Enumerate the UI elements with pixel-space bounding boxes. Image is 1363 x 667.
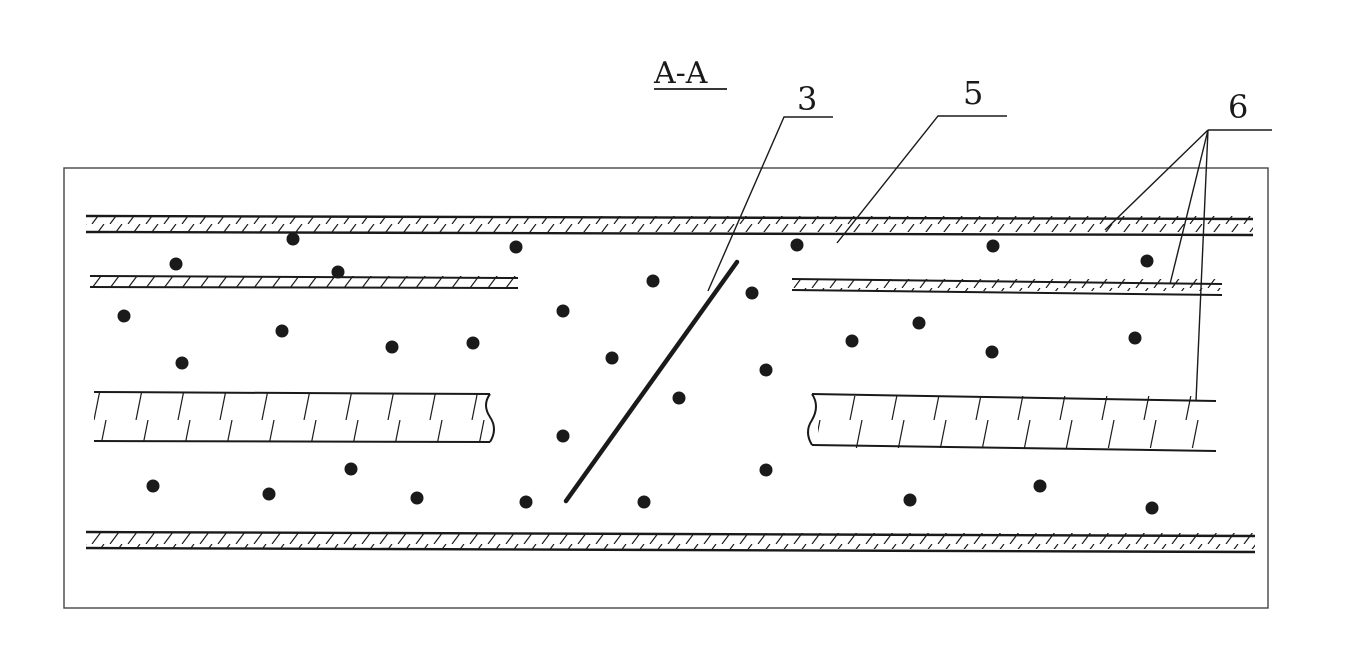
particle-dot <box>275 324 289 338</box>
bottom-wall <box>85 530 1256 554</box>
thin-plate-right <box>791 278 1223 296</box>
particles-group <box>117 232 1159 515</box>
particle-dot <box>605 351 619 365</box>
particle-dot <box>385 340 399 354</box>
callout-3: 3 <box>797 80 817 118</box>
particle-dot <box>519 495 533 509</box>
particle-dot <box>745 286 759 300</box>
thick-plate-right <box>807 393 1217 452</box>
particle-dot <box>759 363 773 377</box>
particle-dot <box>759 463 773 477</box>
particle-dot <box>466 336 480 350</box>
particle-dot <box>117 309 131 323</box>
particle-dot <box>262 487 276 501</box>
particle-dot <box>286 232 300 246</box>
callout-5: 5 <box>963 74 983 112</box>
section-title: A-A <box>653 56 708 91</box>
thin-plate-left <box>89 275 519 289</box>
leader-5 <box>836 115 1007 244</box>
particle-dot <box>1033 479 1047 493</box>
particle-dot <box>146 479 160 493</box>
particle-dot <box>1128 331 1142 345</box>
particle-dot <box>903 493 917 507</box>
particle-dot <box>672 391 686 405</box>
top-wall <box>85 214 1254 237</box>
leader-6a <box>1104 129 1209 231</box>
particle-dot <box>790 238 804 252</box>
particle-dot <box>912 316 926 330</box>
thick-plate-left <box>93 391 495 443</box>
leader-6b <box>1169 129 1209 285</box>
callout-6: 6 <box>1228 88 1248 126</box>
particle-dot <box>637 495 651 509</box>
particle-dot <box>169 257 183 271</box>
outer-frame <box>63 167 1269 609</box>
particle-dot <box>344 462 358 476</box>
particle-dot <box>509 240 523 254</box>
particle-dot <box>331 265 345 279</box>
leader-3 <box>707 116 833 292</box>
particle-dot <box>1140 254 1154 268</box>
leader-lines <box>707 115 1272 402</box>
particle-dot <box>556 304 570 318</box>
particle-dot <box>410 491 424 505</box>
diagonal-blade <box>563 259 740 504</box>
particle-dot <box>646 274 660 288</box>
particle-dot <box>845 334 859 348</box>
particle-dot <box>986 239 1000 253</box>
leader-6c <box>1195 129 1209 402</box>
particle-dot <box>1145 501 1159 515</box>
particle-dot <box>556 429 570 443</box>
particle-dot <box>985 345 999 359</box>
particle-dot <box>175 356 189 370</box>
